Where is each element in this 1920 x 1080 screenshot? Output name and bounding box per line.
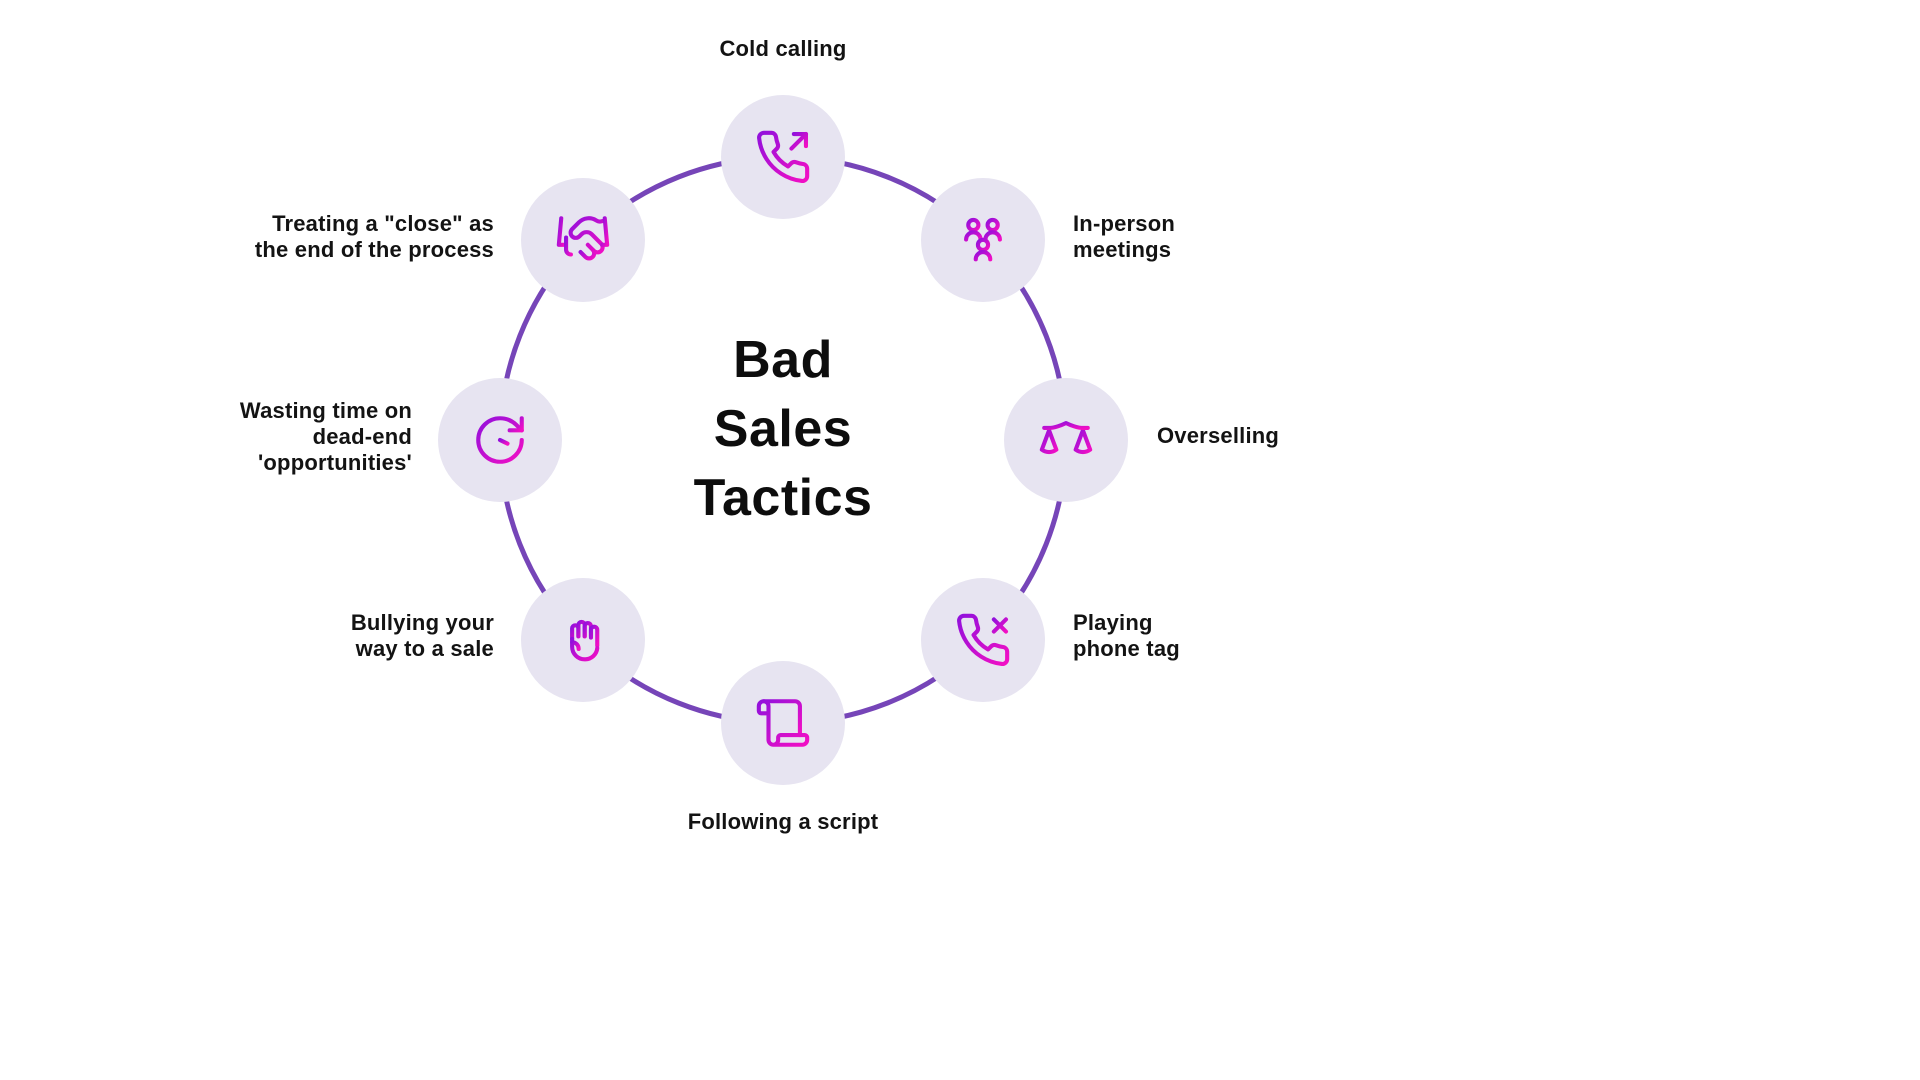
node-treating-close: [521, 178, 645, 302]
item-label-playing-phone-tag: Playing phone tag: [1073, 610, 1180, 661]
script-icon: [756, 699, 810, 747]
clock-arrow-icon: [476, 416, 524, 464]
item-label-overselling: Overselling: [1157, 423, 1280, 448]
node-bullying: [521, 578, 645, 702]
title-line-1: Bad: [733, 331, 833, 389]
item-label-following-a-script: Following a script: [687, 809, 879, 834]
scales-icon: [1039, 416, 1093, 464]
phone-x-icon: [957, 613, 1010, 667]
node-in-person-meetings: [921, 178, 1045, 302]
title-line-3: Tactics: [693, 469, 873, 527]
item-label-treating-close: Treating a "close" as the end of the pro…: [254, 211, 494, 262]
item-label-wasting-time: Wasting time on dead-end 'opportunities': [239, 398, 412, 475]
title-line-2: Sales: [713, 400, 853, 458]
node-wasting-time: [438, 378, 562, 502]
item-label-bullying: Bullying your way to a sale: [350, 610, 494, 661]
fist-icon: [570, 619, 600, 662]
item-label-cold-calling: Cold calling: [719, 36, 847, 61]
page-title: Bad Sales Tactics: [694, 326, 873, 533]
people-icon: [964, 217, 1002, 262]
node-following-a-script: [721, 661, 845, 785]
node-overselling: [1004, 378, 1128, 502]
phone-outgoing-icon: [757, 130, 810, 184]
handshake-icon: [556, 216, 610, 261]
item-label-in-person-meetings: In-person meetings: [1073, 211, 1176, 262]
node-playing-phone-tag: [921, 578, 1045, 702]
node-cold-calling: [721, 95, 845, 219]
